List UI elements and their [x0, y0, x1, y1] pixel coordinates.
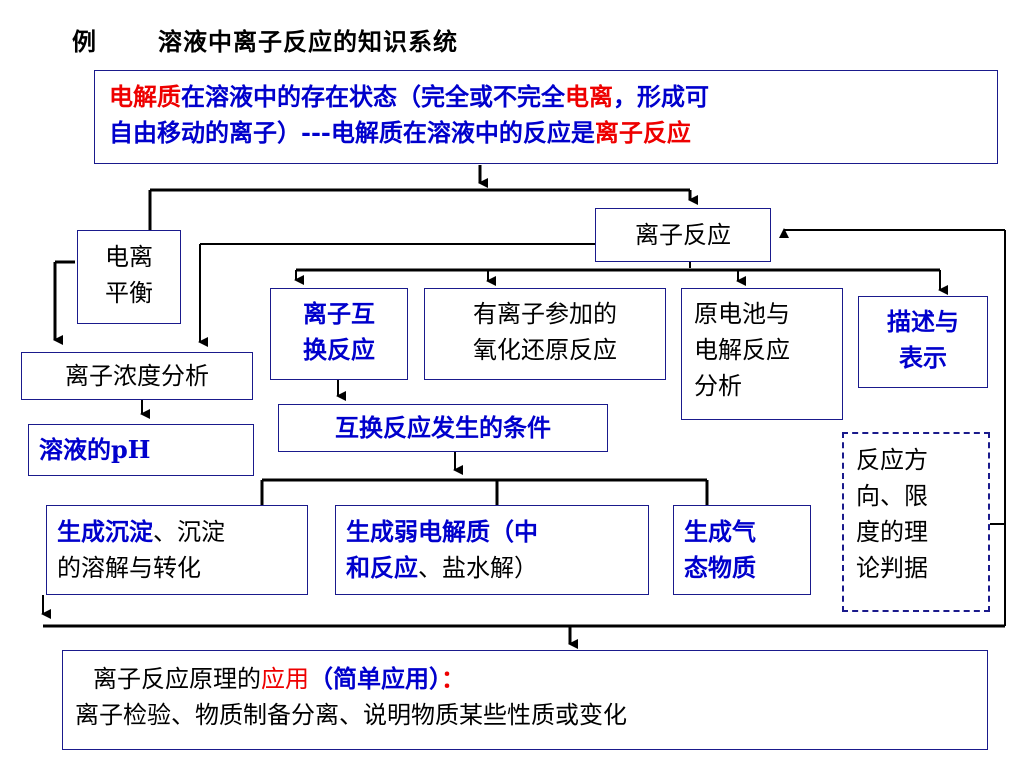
application-box: 离子反应原理的应用（简单应用）： 离子检验、物质制备分离、说明物质某些性质或变化	[62, 650, 988, 750]
ion-reaction-label: 离子反应	[635, 221, 731, 249]
example-label: 例	[72, 27, 96, 56]
solution-ph-label: 溶液的pH	[39, 435, 151, 464]
ion-exchange-line1: 离子互	[303, 299, 375, 328]
ionization-equilibrium-node: 电离 平衡	[77, 230, 181, 324]
weak-d: 、盐水解）	[418, 554, 538, 582]
page-title: 溶液中离子反应的知识系统	[158, 27, 458, 56]
exchange-conditions-label: 互换反应发生的条件	[335, 413, 551, 442]
application-b: 应用	[261, 665, 309, 693]
ionization-eq-line1: 电离	[105, 243, 153, 271]
top-line1-seg0: 电解质	[109, 82, 181, 111]
direction-line1: 反应方	[856, 446, 928, 474]
top-box-line1: 电解质在溶液中的存在状态（完全或不完全电离，形成可	[109, 79, 983, 115]
gas-node: 生成气 态物质	[673, 505, 811, 595]
electrochemistry-node: 原电池与 电解反应 分析	[681, 288, 843, 420]
ionization-eq-line2: 平衡	[105, 279, 153, 307]
ion-concentration-node: 离子浓度分析	[21, 352, 253, 400]
redox-node: 有离子参加的 氧化还原反应	[424, 288, 666, 380]
exchange-conditions-node: 互换反应发生的条件	[278, 404, 608, 452]
precipitate-a: 生成沉淀	[57, 517, 153, 546]
top-line1-seg2: 电离	[565, 82, 613, 111]
weak-line2: 和反应、盐水解）	[346, 550, 638, 586]
application-d: ：	[441, 664, 465, 693]
battery-line1: 原电池与	[694, 300, 790, 328]
application-c: （简单应用）	[309, 664, 441, 693]
solution-ph-node: 溶液的pH	[28, 424, 254, 476]
precipitate-b: 、沉淀	[153, 518, 225, 546]
top-line2-seg1: 离子反应	[594, 118, 691, 147]
top-line2-seg0: 自由移动的离子）---电解质在溶液中的反应是	[109, 118, 595, 147]
describe-line1: 描述与	[887, 307, 959, 336]
electrolyte-state-box: 电解质在溶液中的存在状态（完全或不完全电离，形成可 自由移动的离子）---电解质…	[94, 70, 998, 164]
application-line2: 离子检验、物质制备分离、说明物质某些性质或变化	[75, 701, 627, 729]
top-line1-seg1: 在溶液中的存在状态（完全或不完全	[181, 82, 565, 111]
ion-exchange-node: 离子互 换反应	[270, 288, 408, 380]
precipitate-line2: 的溶解与转化	[57, 554, 201, 582]
precipitate-line1: 生成沉淀、沉淀	[57, 514, 297, 550]
redox-line2: 氧化还原反应	[473, 336, 617, 364]
gas-line1: 生成气	[684, 517, 756, 546]
direction-line3: 度的理	[856, 518, 928, 546]
weak-a: 生成弱电解质（	[346, 517, 514, 546]
ion-concentration-label: 离子浓度分析	[65, 362, 209, 390]
application-line1: 离子反应原理的应用（简单应用）：	[75, 661, 975, 697]
weak-electrolyte-node: 生成弱电解质（中 和反应、盐水解）	[335, 505, 649, 595]
application-a: 离子反应原理的	[93, 665, 261, 693]
redox-line1: 有离子参加的	[473, 300, 617, 328]
direction-line4: 论判据	[856, 554, 928, 582]
describe-node: 描述与 表示	[858, 296, 988, 388]
weak-line1: 生成弱电解质（中	[346, 514, 638, 550]
battery-line3: 分析	[694, 372, 742, 400]
ion-reaction-node: 离子反应	[595, 208, 771, 262]
weak-c: 和反应	[346, 553, 418, 582]
top-line1-seg3: ，形成可	[613, 82, 709, 111]
ion-exchange-line2: 换反应	[303, 335, 375, 364]
gas-line2: 态物质	[684, 553, 756, 582]
reaction-direction-node: 反应方 向、限 度的理 论判据	[842, 432, 990, 612]
top-box-line2: 自由移动的离子）---电解质在溶液中的反应是离子反应	[109, 115, 983, 151]
battery-line2: 电解反应	[694, 336, 790, 364]
weak-b: 中	[514, 517, 538, 546]
describe-line2: 表示	[899, 343, 947, 372]
precipitate-node: 生成沉淀、沉淀 的溶解与转化	[46, 505, 308, 595]
direction-line2: 向、限	[856, 482, 928, 510]
